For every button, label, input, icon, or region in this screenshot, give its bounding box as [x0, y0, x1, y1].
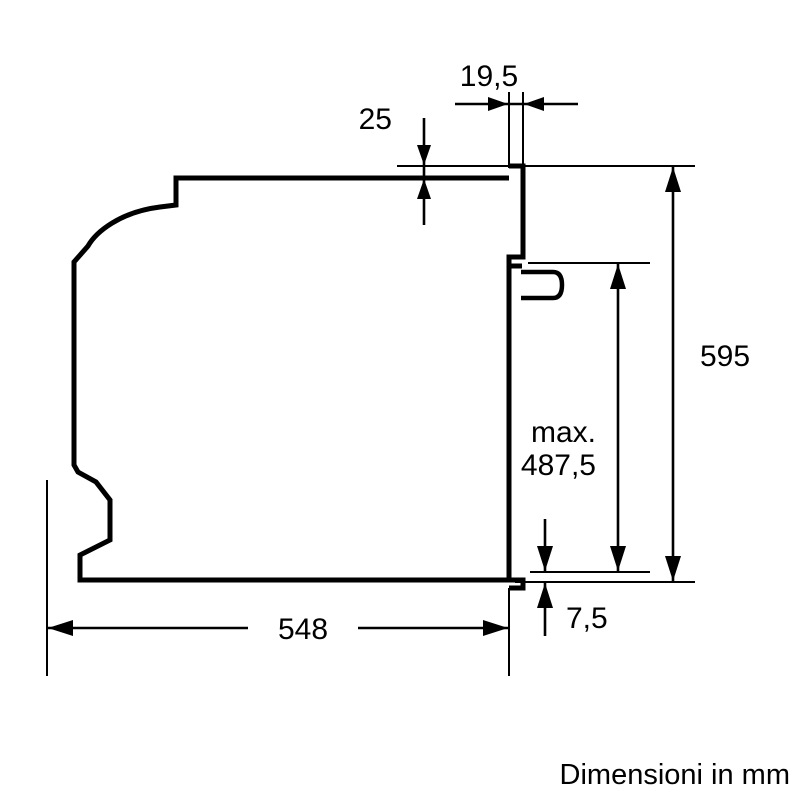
dimension-label-548: 548: [278, 613, 328, 646]
dimension-label-548-backdrop: [248, 610, 358, 646]
arrow-head-487-bottom: [610, 546, 626, 571]
arrow-head-25-bottom: [417, 179, 431, 199]
dimension-label-487-line1: max.: [531, 416, 596, 449]
unit-note-label: Dimensioni in mm: [560, 759, 790, 791]
arrow-head-25-top: [417, 145, 431, 165]
arrow-head-548-right: [483, 620, 508, 636]
arrow-head-595-bottom: [665, 556, 681, 581]
oven-body-outline: [71, 175, 509, 583]
arrow-head-548-left: [48, 620, 73, 636]
dimension-label-25: 25: [359, 103, 392, 136]
arrow-head-195-left: [488, 97, 508, 111]
oven-door-handle-icon: [521, 269, 565, 301]
arrow-head-75-bottom: [537, 583, 553, 608]
arrow-head-195-right: [524, 97, 544, 111]
arrow-head-487-top: [610, 264, 626, 289]
dimension-label-595: 595: [700, 340, 750, 373]
arrow-head-595-top: [665, 167, 681, 192]
dimension-label-75: 7,5: [566, 602, 608, 635]
dimension-label-195: 19,5: [460, 60, 518, 93]
arrow-head-75-top: [537, 546, 553, 571]
dimension-label-487-line2: 487,5: [521, 449, 596, 482]
oven-door-upper-panel: [506, 163, 526, 269]
oven-door-front-face: [506, 266, 526, 591]
